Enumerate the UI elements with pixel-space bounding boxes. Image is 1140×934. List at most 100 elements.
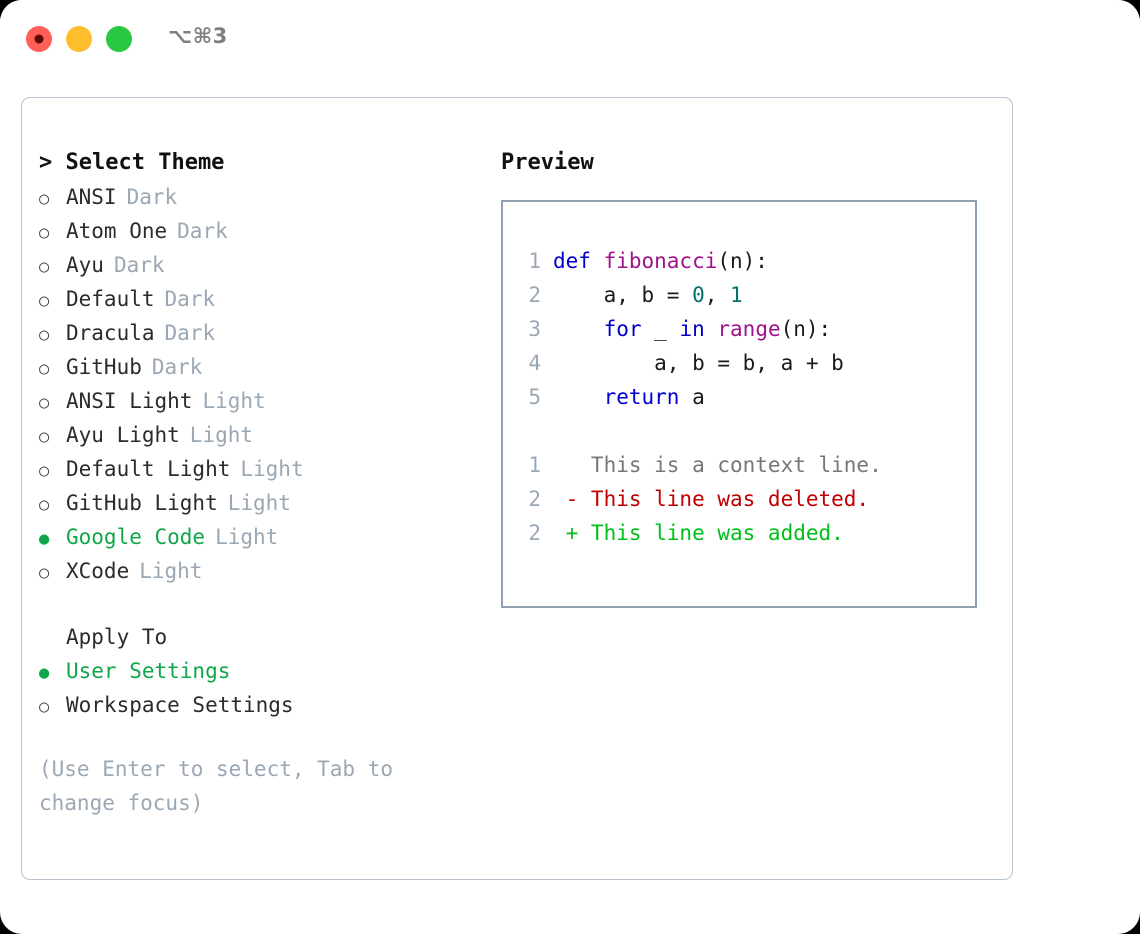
line-number: 3: [528, 317, 541, 341]
theme-category: Dark: [151, 355, 203, 379]
theme-list-item[interactable]: ● Google Code Light: [39, 520, 479, 554]
line-number: 2: [528, 283, 541, 307]
close-button-icon[interactable]: [26, 26, 52, 52]
theme-name: Dracula: [66, 321, 155, 345]
radio-unselected-icon[interactable]: ○: [39, 189, 50, 209]
theme-name: Google Code: [66, 525, 206, 549]
radio-selected-icon[interactable]: ●: [39, 663, 50, 683]
code-token: (n):: [717, 249, 768, 273]
apply-to-list[interactable]: ● User Settings ○ Workspace Settings: [39, 654, 479, 722]
diff-text: - This line was deleted.: [553, 487, 870, 511]
theme-category: Dark: [113, 253, 165, 277]
code-token: for: [553, 317, 655, 341]
line-number: 4: [528, 351, 541, 375]
theme-category: Light: [189, 423, 254, 447]
code-line: 1 def fibonacci(n):: [519, 244, 882, 278]
code-token: 1: [730, 283, 743, 307]
code-line: 3 for _ in range(n):: [519, 312, 882, 346]
traffic-lights: [26, 26, 132, 52]
preview-heading: Preview: [501, 150, 594, 175]
radio-unselected-icon[interactable]: ○: [39, 393, 50, 413]
radio-unselected-icon[interactable]: ○: [39, 257, 50, 277]
theme-name: GitHub: [66, 355, 142, 379]
recording-dot-icon: [34, 34, 44, 44]
code-line: 5 return a: [519, 380, 882, 414]
apply-to-item[interactable]: ○ Workspace Settings: [39, 688, 479, 722]
radio-unselected-icon[interactable]: ○: [39, 223, 50, 243]
keyboard-hint-text: (Use Enter to select, Tab to change focu…: [39, 757, 406, 815]
line-number: 5: [528, 385, 541, 409]
code-token: a: [692, 385, 705, 409]
theme-category: Light: [139, 559, 203, 583]
apply-to-label: User Settings: [66, 659, 231, 683]
theme-category: Light: [215, 525, 279, 549]
diff-line: 1 This is a context line.: [519, 448, 882, 482]
code-line: 4 a, b = b, a + b: [519, 346, 882, 380]
radio-unselected-icon[interactable]: ○: [39, 325, 50, 345]
radio-unselected-icon[interactable]: ○: [39, 563, 50, 583]
line-number: 1: [528, 453, 541, 477]
theme-name: XCode: [66, 559, 130, 583]
theme-category: Light: [227, 491, 291, 515]
theme-category: Dark: [126, 185, 178, 209]
theme-list-item[interactable]: ○ GitHub Light Light: [39, 486, 479, 520]
diff-text: This is a context line.: [553, 453, 882, 477]
radio-unselected-icon[interactable]: ○: [39, 495, 50, 515]
radio-unselected-icon[interactable]: ○: [39, 359, 50, 379]
radio-unselected-icon[interactable]: ○: [39, 697, 50, 717]
theme-list-item[interactable]: ○ XCode Light: [39, 554, 479, 588]
diff-line: 2 + This line was added.: [519, 516, 882, 550]
diff-line: 2 - This line was deleted.: [519, 482, 882, 516]
code-line: 2 a, b = 0, 1: [519, 278, 882, 312]
select-theme-heading: > Select Theme: [39, 150, 225, 175]
radio-unselected-icon[interactable]: ○: [39, 461, 50, 481]
line-number: 1: [528, 249, 541, 273]
code-token: def: [553, 249, 604, 273]
theme-list-item[interactable]: ○ Ayu Dark: [39, 248, 479, 282]
theme-name: Default Light: [66, 457, 231, 481]
apply-to-item[interactable]: ● User Settings: [39, 654, 479, 688]
code-token: a, b = b, a + b: [553, 351, 844, 375]
apply-to-heading: Apply To: [66, 625, 168, 649]
theme-category: Dark: [177, 219, 228, 243]
theme-category: Light: [240, 457, 304, 481]
line-number: 2: [528, 487, 541, 511]
theme-name: GitHub Light: [66, 491, 218, 515]
theme-category: Light: [202, 389, 266, 413]
theme-category: Dark: [164, 321, 216, 345]
theme-list-item[interactable]: ○ Dracula Dark: [39, 316, 479, 350]
theme-name: ANSI Light: [66, 389, 193, 413]
code-token: _: [654, 317, 680, 341]
code-token: return: [553, 385, 693, 409]
radio-unselected-icon[interactable]: ○: [39, 291, 50, 311]
code-blank-line: [519, 414, 882, 448]
theme-list-item[interactable]: ○ ANSI Dark: [39, 180, 479, 214]
theme-name: ANSI: [66, 185, 117, 209]
minimize-button-icon[interactable]: [66, 26, 92, 52]
radio-selected-icon[interactable]: ●: [39, 529, 50, 549]
code-token: ,: [704, 283, 731, 307]
code-token: fibonacci: [603, 249, 718, 273]
apply-to-label: Workspace Settings: [66, 693, 294, 717]
maximize-button-icon[interactable]: [106, 26, 132, 52]
code-token: in: [679, 317, 718, 341]
radio-unselected-icon[interactable]: ○: [39, 427, 50, 447]
theme-list-item[interactable]: ○ GitHub Dark: [39, 350, 479, 384]
code-token: a, b =: [553, 283, 693, 307]
code-token: 0: [692, 283, 705, 307]
theme-name: Default: [66, 287, 155, 311]
code-token: (n):: [780, 317, 832, 341]
diff-text: + This line was added.: [553, 521, 844, 545]
theme-list-item[interactable]: ○ Default Light Light: [39, 452, 479, 486]
theme-name: Ayu: [66, 253, 104, 277]
title-bar: ⌥⌘3: [0, 0, 1140, 78]
theme-list-item[interactable]: ○ ANSI Light Light: [39, 384, 479, 418]
